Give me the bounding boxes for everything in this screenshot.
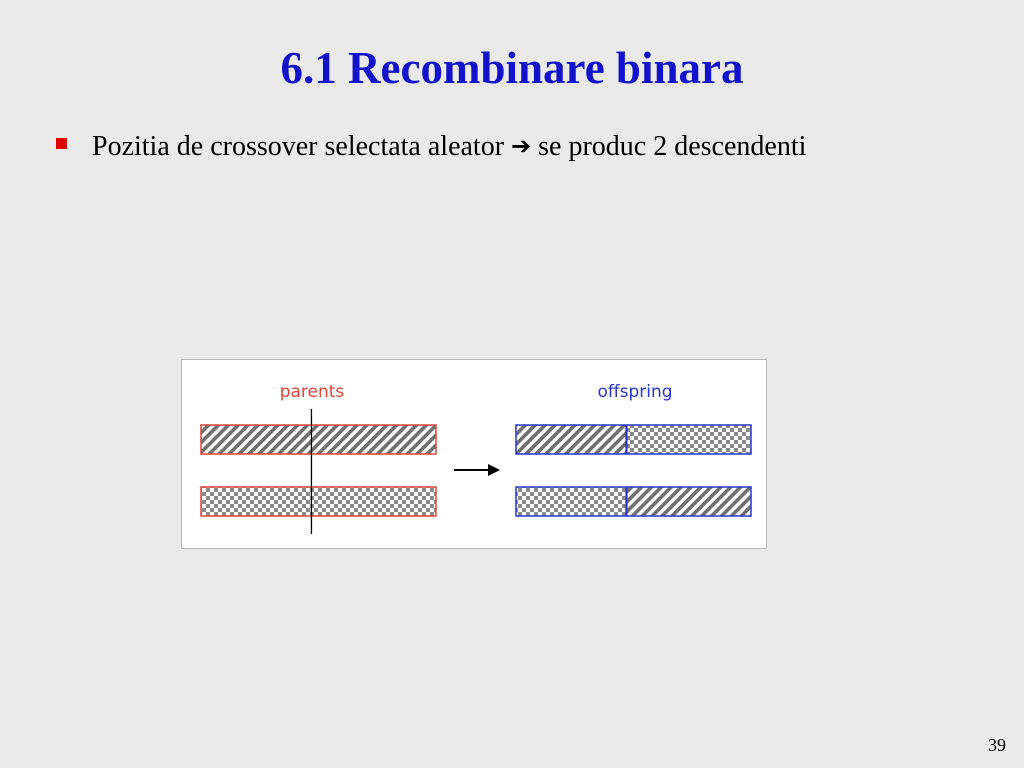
- bullet-text: Pozitia de crossover selectata aleator ➔…: [92, 128, 852, 166]
- parent-chromosome-2: [200, 486, 437, 517]
- crossover-diagram: parents offspring: [181, 359, 767, 549]
- bullet-text-before: Pozitia de crossover selectata aleator: [92, 131, 505, 162]
- transition-arrow-icon: [454, 464, 500, 476]
- crossover-diagram-svg: parents offspring: [200, 382, 752, 534]
- parents-label: parents: [280, 382, 345, 402]
- offspring-chromosome-1: [515, 424, 752, 455]
- offspring-label: offspring: [597, 382, 672, 402]
- page-number: 39: [988, 735, 1006, 755]
- parent-chromosome-1: [200, 424, 437, 455]
- bullet-marker-icon: [56, 138, 67, 149]
- slide-title: 6.1 Recombinare binara: [280, 43, 744, 93]
- bullet-text-after: se produc 2 descendenti: [538, 131, 807, 162]
- bullet-item: Pozitia de crossover selectata aleator ➔…: [52, 128, 852, 166]
- right-arrow-icon: ➔: [511, 132, 532, 160]
- offspring-chromosome-2: [515, 486, 752, 517]
